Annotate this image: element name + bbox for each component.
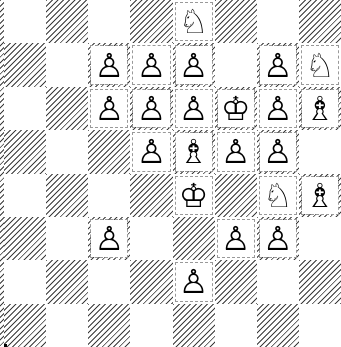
white-pawn-icon[interactable]: ♙ bbox=[176, 90, 212, 127]
square-a7[interactable] bbox=[4, 43, 46, 86]
square-b6[interactable] bbox=[46, 87, 88, 130]
square-d2[interactable] bbox=[130, 260, 172, 303]
square-c4[interactable] bbox=[88, 174, 130, 217]
square-d7[interactable]: ♙ bbox=[130, 43, 172, 86]
square-g1[interactable] bbox=[257, 304, 299, 347]
square-c1[interactable] bbox=[88, 304, 130, 347]
square-c2[interactable] bbox=[88, 260, 130, 303]
square-h1[interactable] bbox=[299, 304, 341, 347]
square-b7[interactable] bbox=[46, 43, 88, 86]
square-h5[interactable] bbox=[299, 130, 341, 173]
white-king-icon[interactable]: ♔ bbox=[218, 90, 254, 127]
square-b5[interactable] bbox=[46, 130, 88, 173]
square-c8[interactable] bbox=[88, 0, 130, 43]
square-a8[interactable] bbox=[4, 0, 46, 43]
square-e5[interactable]: ♗ bbox=[173, 130, 215, 173]
square-b4[interactable] bbox=[46, 174, 88, 217]
white-pawn-icon[interactable]: ♙ bbox=[133, 46, 169, 83]
square-f3[interactable]: ♙ bbox=[215, 217, 257, 260]
square-h3[interactable] bbox=[299, 217, 341, 260]
white-pawn-icon[interactable]: ♙ bbox=[133, 90, 169, 127]
square-b1[interactable] bbox=[46, 304, 88, 347]
square-e4[interactable]: ♔ bbox=[173, 174, 215, 217]
square-g7[interactable]: ♙ bbox=[257, 43, 299, 86]
square-b3[interactable] bbox=[46, 217, 88, 260]
square-a1[interactable] bbox=[4, 304, 46, 347]
square-h2[interactable] bbox=[299, 260, 341, 303]
white-pawn-icon[interactable]: ♙ bbox=[133, 133, 169, 170]
white-bishop-icon[interactable]: ♗ bbox=[302, 90, 338, 127]
square-g5[interactable]: ♙ bbox=[257, 130, 299, 173]
square-g4[interactable]: ♘ bbox=[257, 174, 299, 217]
square-g2[interactable] bbox=[257, 260, 299, 303]
square-e6[interactable]: ♙ bbox=[173, 87, 215, 130]
square-f7[interactable] bbox=[215, 43, 257, 86]
white-knight-icon[interactable]: ♘ bbox=[302, 46, 338, 83]
white-pawn-icon[interactable]: ♙ bbox=[260, 220, 296, 257]
square-f8[interactable] bbox=[215, 0, 257, 43]
white-pawn-icon[interactable]: ♙ bbox=[91, 46, 127, 83]
square-h6[interactable]: ♗ bbox=[299, 87, 341, 130]
square-g8[interactable] bbox=[257, 0, 299, 43]
white-pawn-icon[interactable]: ♙ bbox=[260, 90, 296, 127]
square-e8[interactable]: ♘ bbox=[173, 0, 215, 43]
white-pawn-icon[interactable]: ♙ bbox=[260, 46, 296, 83]
square-d3[interactable] bbox=[130, 217, 172, 260]
square-d6[interactable]: ♙ bbox=[130, 87, 172, 130]
square-e7[interactable]: ♙ bbox=[173, 43, 215, 86]
white-knight-icon[interactable]: ♘ bbox=[176, 3, 212, 40]
white-bishop-icon[interactable]: ♗ bbox=[302, 177, 338, 214]
square-b2[interactable] bbox=[46, 260, 88, 303]
square-h4[interactable]: ♗ bbox=[299, 174, 341, 217]
square-a4[interactable] bbox=[4, 174, 46, 217]
square-a2[interactable] bbox=[4, 260, 46, 303]
white-bishop-icon[interactable]: ♗ bbox=[176, 133, 212, 170]
square-d4[interactable] bbox=[130, 174, 172, 217]
white-pawn-icon[interactable]: ♙ bbox=[176, 263, 212, 300]
square-d5[interactable]: ♙ bbox=[130, 130, 172, 173]
white-pawn-icon[interactable]: ♙ bbox=[260, 133, 296, 170]
square-f4[interactable] bbox=[215, 174, 257, 217]
square-c3[interactable]: ♙ bbox=[88, 217, 130, 260]
white-pawn-icon[interactable]: ♙ bbox=[91, 220, 127, 257]
square-c5[interactable] bbox=[88, 130, 130, 173]
white-pawn-icon[interactable]: ♙ bbox=[218, 220, 254, 257]
square-b8[interactable] bbox=[46, 0, 88, 43]
square-e1[interactable] bbox=[173, 304, 215, 347]
square-h8[interactable] bbox=[299, 0, 341, 43]
white-knight-icon[interactable]: ♘ bbox=[260, 177, 296, 214]
chess-board: ♘♙♙♙♙♘♙♙♙♔♙♗♙♗♙♙♔♘♗♙♙♙♙ bbox=[4, 0, 341, 347]
square-e3[interactable] bbox=[173, 217, 215, 260]
square-c7[interactable]: ♙ bbox=[88, 43, 130, 86]
square-a6[interactable] bbox=[4, 87, 46, 130]
white-pawn-icon[interactable]: ♙ bbox=[218, 133, 254, 170]
square-h7[interactable]: ♘ bbox=[299, 43, 341, 86]
square-f5[interactable]: ♙ bbox=[215, 130, 257, 173]
white-king-icon[interactable]: ♔ bbox=[176, 177, 212, 214]
white-pawn-icon[interactable]: ♙ bbox=[176, 46, 212, 83]
white-pawn-icon[interactable]: ♙ bbox=[91, 90, 127, 127]
square-f6[interactable]: ♔ bbox=[215, 87, 257, 130]
square-a5[interactable] bbox=[4, 130, 46, 173]
square-a3[interactable] bbox=[4, 217, 46, 260]
square-d8[interactable] bbox=[130, 0, 172, 43]
square-g3[interactable]: ♙ bbox=[257, 217, 299, 260]
square-f1[interactable] bbox=[215, 304, 257, 347]
square-c6[interactable]: ♙ bbox=[88, 87, 130, 130]
square-d1[interactable] bbox=[130, 304, 172, 347]
square-f2[interactable] bbox=[215, 260, 257, 303]
square-g6[interactable]: ♙ bbox=[257, 87, 299, 130]
square-e2[interactable]: ♙ bbox=[173, 260, 215, 303]
